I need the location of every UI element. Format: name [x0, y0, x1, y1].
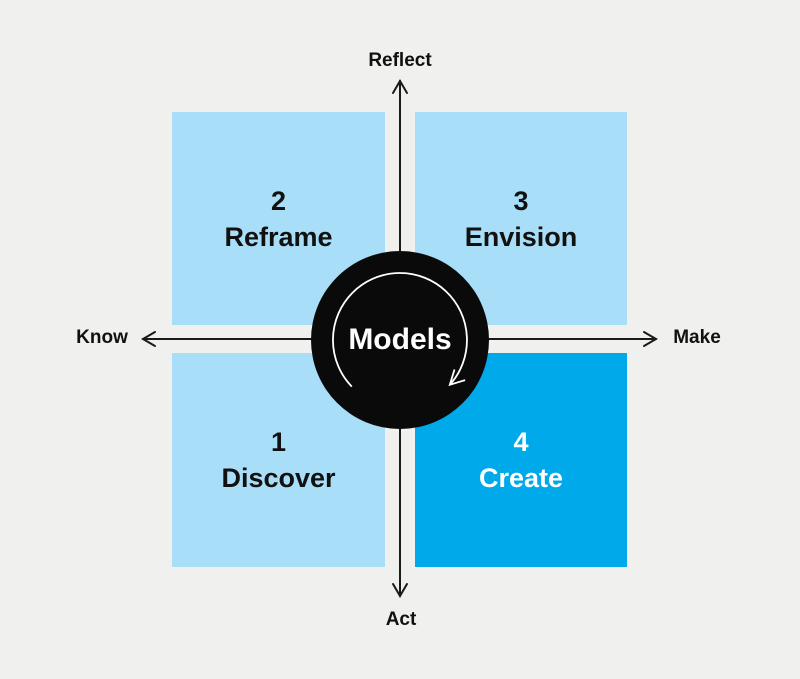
quadrant-label: Envision [464, 221, 578, 252]
quadrant-number: 3 [513, 185, 529, 216]
quadrant-number: 2 [270, 185, 287, 216]
arrow-up-icon [392, 79, 408, 94]
arrow-left-icon [141, 331, 156, 347]
axis-label-act: Act [385, 609, 417, 630]
axis-label-reflect: Reflect [368, 50, 432, 71]
arrow-down-icon [392, 583, 408, 598]
quadrant-label: Create [478, 463, 564, 493]
quadrant-label: Discover [221, 463, 336, 493]
quadrant-number: 1 [270, 427, 287, 457]
hub-label: Models [348, 323, 452, 356]
quadrant-reframe: 2 Reframe [172, 112, 385, 325]
quadrant-label: Reframe [224, 221, 333, 252]
quadrant-number: 4 [513, 427, 529, 457]
cycle-arrow-icon [332, 272, 468, 388]
arrow-right-icon [643, 331, 658, 347]
axis-label-know: Know [76, 327, 128, 348]
hub-circle [311, 251, 489, 429]
axis-label-make: Make [673, 327, 721, 348]
